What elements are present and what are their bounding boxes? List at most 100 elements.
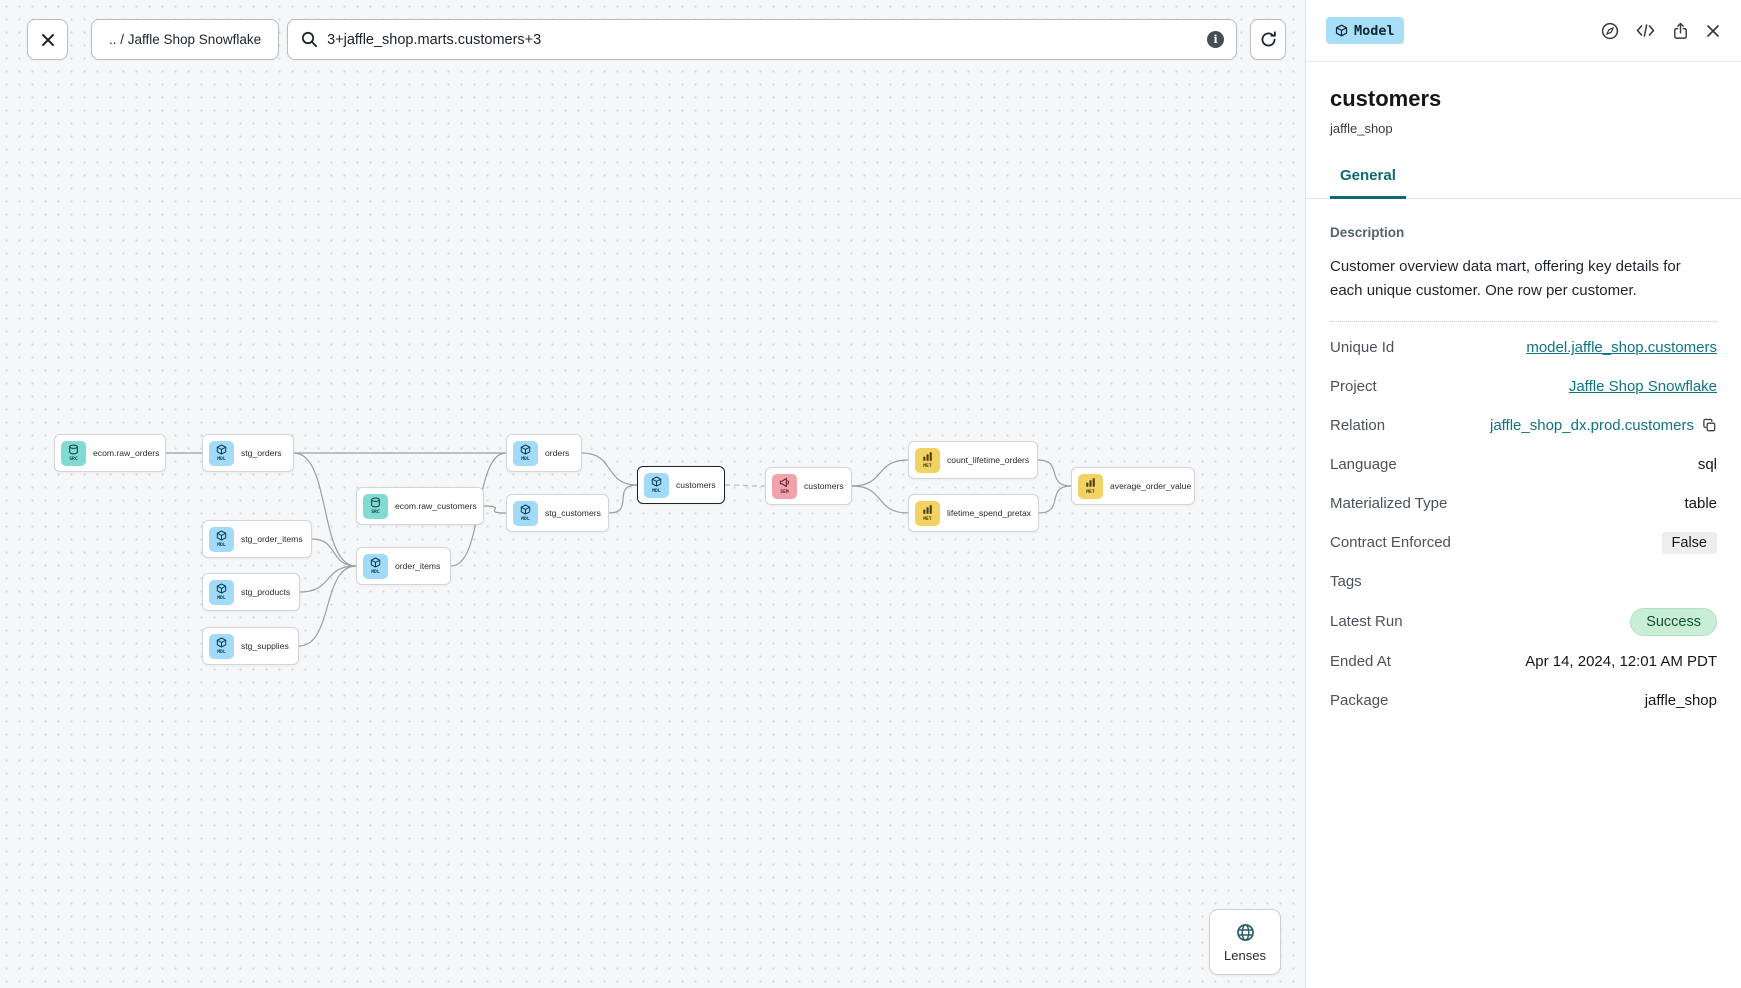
status-badge: Success [1630,607,1717,636]
field-label: Project [1330,378,1377,396]
field-value: jaffle_shop [1644,692,1717,710]
node-label: orders [545,448,570,458]
field-value: False [1661,531,1717,554]
model-icon: MDL [644,472,669,498]
metric-icon: MET [915,447,940,473]
graph-node-stg-orders[interactable]: MDL stg_orders [202,434,294,472]
field-value: Apr 14, 2024, 12:01 AM PDT [1525,653,1717,671]
globe-icon [1236,923,1254,941]
explore-lineage-button[interactable] [1600,21,1620,41]
search-icon [301,31,318,48]
description-text: Customer overview data mart, offering ke… [1330,258,1681,300]
close-icon [41,33,54,46]
source-icon: SRC [61,440,86,466]
close-icon [1707,24,1719,37]
node-label: ecom.raw_customers [395,501,477,511]
field-row-latest-run: Latest Run Success [1330,607,1717,636]
metric-icon: MET [915,500,940,526]
graph-node-stg-customers[interactable]: MDL stg_customers [506,494,609,532]
field-value: Jaffle Shop Snowflake [1569,378,1717,395]
lineage-edge [1038,485,1072,514]
lineage-edge [1037,459,1072,487]
field-value: model.jaffle_shop.customers [1526,339,1717,356]
refresh-button[interactable] [1250,19,1287,60]
semantic-model-icon: SEM [772,473,797,499]
compass-icon [1601,22,1619,39]
info-icon[interactable]: i [1207,31,1225,48]
lineage-edge [851,485,909,514]
field-label: Relation [1330,417,1386,435]
contract-chip: False [1661,531,1717,554]
lenses-label: Lenses [1224,947,1266,963]
node-label: customers [676,480,716,490]
page-title: customers [1330,86,1442,111]
copy-icon[interactable] [1702,418,1717,433]
lineage-edge [851,459,909,487]
code-icon [1636,24,1655,37]
details-panel: Model [1305,0,1741,988]
share-button[interactable] [1671,21,1690,41]
view-code-button[interactable] [1635,21,1656,40]
graph-node-ecom-raw-customers[interactable]: SRC ecom.raw_customers [356,487,484,525]
node-label: stg_products [241,587,291,597]
field-label: Latest Run [1330,613,1403,631]
node-label: order_items [395,561,441,571]
panel-title-block: customers jaffle_shop [1306,62,1741,136]
model-icon: MDL [513,500,538,526]
model-icon: MDL [209,440,234,466]
tab-general[interactable]: General [1330,167,1406,199]
model-icon: MDL [209,633,234,659]
graph-node-customers[interactable]: MDL customers [637,466,725,504]
node-label: stg_order_items [241,534,303,544]
lineage-toolbar: .. / Jaffle Shop Snowflake i [27,19,1287,60]
lineage-edge [724,484,766,487]
graph-node-ecom-raw-orders[interactable]: SRC ecom.raw_orders [54,434,166,472]
divider [1330,320,1717,322]
field-row-project: Project Jaffle Shop Snowflake [1330,374,1717,400]
field-label: Language [1330,456,1397,474]
model-cube-icon [1335,24,1348,37]
source-icon: SRC [363,493,388,519]
package-subtitle: jaffle_shop [1330,121,1393,136]
field-row-ended-at: Ended At Apr 14, 2024, 12:01 AM PDT [1330,649,1717,675]
breadcrumb-label: .. / Jaffle Shop Snowflake [109,32,262,47]
field-value: table [1684,495,1717,513]
lenses-button[interactable]: Lenses [1209,909,1281,975]
panel-header: Model [1306,0,1741,62]
lineage-edge [483,505,507,514]
breadcrumb[interactable]: .. / Jaffle Shop Snowflake [91,19,280,60]
lineage-edge [293,452,357,567]
node-label: stg_customers [545,508,601,518]
field-label: Package [1330,692,1389,710]
field-label: Tags [1330,573,1362,591]
field-label: Ended At [1330,653,1391,671]
close-lineage-button[interactable] [27,19,68,60]
search-bar[interactable]: i [287,19,1238,60]
model-icon: MDL [363,553,388,579]
close-panel-button[interactable] [1705,23,1721,39]
lineage-edge [311,538,357,567]
search-input[interactable] [327,31,1208,48]
field-link[interactable]: Jaffle Shop Snowflake [1568,378,1717,396]
field-label: Materialized Type [1330,495,1448,513]
field-value: jaffle_shop_dx.prod.customers [1490,417,1717,434]
field-link[interactable]: model.jaffle_shop.customers [1526,339,1717,357]
lineage-edge [298,565,357,647]
graph-node-order-items[interactable]: MDL order_items [356,547,451,585]
node-label: ecom.raw_orders [93,448,160,458]
node-label: stg_orders [241,448,282,458]
